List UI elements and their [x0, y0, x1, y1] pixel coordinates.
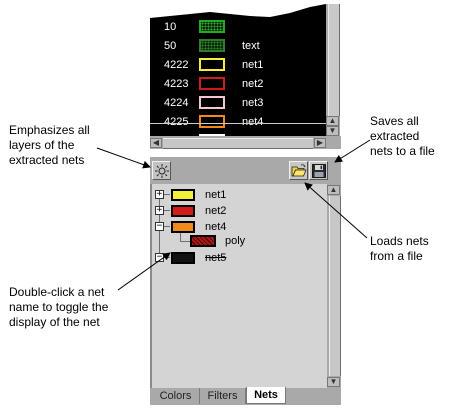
expand-icon[interactable]: +: [155, 189, 164, 199]
layer-number: 4225: [164, 116, 189, 128]
layer-name: net5: [242, 135, 263, 136]
layer-number: 50: [164, 40, 177, 52]
net-name-label[interactable]: net4: [205, 221, 227, 233]
layer-swatch: [199, 20, 225, 33]
layers-vertical-scrollbar[interactable]: ▲ ▼: [326, 4, 340, 136]
layer-swatch: [199, 115, 225, 128]
layer-row[interactable]: 4222 net1: [150, 56, 326, 75]
layer-swatch: [199, 134, 225, 136]
layer-row[interactable]: 4225 net4: [150, 113, 326, 132]
scrollbar-thumb[interactable]: [163, 138, 313, 149]
layer-separator: [150, 123, 326, 124]
scroll-down-arrow-icon[interactable]: ▼: [326, 126, 339, 136]
layer-name: text: [242, 40, 260, 52]
callout-line: display of the net: [9, 315, 100, 329]
loads-callout: Loads nets from a file: [370, 234, 429, 264]
load-nets-button[interactable]: [289, 161, 308, 180]
callout-line: name to toggle the: [9, 300, 109, 314]
tree-connector: [164, 194, 170, 195]
layer-name: net1: [242, 59, 264, 71]
tree-connector: [164, 210, 170, 211]
layer-number: 10: [164, 21, 177, 33]
scroll-up-arrow-icon[interactable]: ▲: [326, 116, 339, 126]
scroll-left-arrow-icon[interactable]: ◀: [150, 138, 162, 148]
net-color-swatch: [171, 252, 195, 264]
callout-line: Double-click a net: [9, 285, 105, 299]
tab-colors[interactable]: Colors: [152, 388, 200, 404]
emphasize-callout: Emphasizes all layers of the extracted n…: [9, 123, 90, 168]
layer-row[interactable]: 50 text: [150, 37, 326, 56]
layer-swatch: [199, 39, 225, 52]
save-nets-button[interactable]: [309, 161, 328, 180]
scrollbar-thumb[interactable]: [328, 4, 340, 116]
callout-line: Saves all: [370, 114, 419, 128]
layer-number: 4226: [164, 135, 188, 136]
net-color-swatch: [171, 189, 195, 201]
layer-swatch: [199, 77, 225, 90]
callout-line: from a file: [370, 249, 423, 263]
layer-row[interactable]: 4223 net2: [150, 75, 326, 94]
nets-vertical-scrollbar[interactable]: ▲ ▼: [327, 184, 341, 388]
layers-panel: 10 50 text 4222 net1 4223 net2 4224 net3 4225 net4…: [150, 4, 341, 149]
callout-line: extracted nets: [9, 153, 85, 167]
doubleclick-callout: Double-click a net name to toggle the di…: [9, 285, 108, 330]
net-name-label[interactable]: net1: [205, 189, 227, 201]
layer-name: net4: [242, 116, 264, 128]
scroll-down-arrow-icon[interactable]: ▼: [327, 377, 340, 387]
collapse-icon[interactable]: −: [155, 221, 164, 231]
net-name-label[interactable]: net5: [205, 252, 227, 264]
tab-filters[interactable]: Filters: [200, 388, 246, 404]
net-color-swatch: [171, 205, 195, 217]
layer-row[interactable]: 10: [150, 18, 326, 37]
tab-nets[interactable]: Nets: [246, 387, 286, 404]
layer-row[interactable]: 4226 net5: [150, 132, 326, 136]
callout-line: Loads nets: [370, 234, 429, 248]
emphasize-button[interactable]: [152, 161, 171, 180]
callout-line: extracted: [370, 129, 420, 143]
net-color-swatch: [171, 221, 195, 233]
sun-icon: [155, 164, 169, 178]
expand-icon[interactable]: +: [155, 205, 164, 215]
saves-callout: Saves all extracted nets to a file: [370, 114, 435, 159]
layer-number: 4222: [164, 59, 189, 71]
tree-connector: [164, 226, 170, 227]
poly-layer-label: poly: [225, 235, 246, 247]
net-name-label[interactable]: net2: [205, 205, 227, 217]
nets-toolbar: [150, 157, 341, 184]
open-folder-icon: [291, 164, 307, 177]
emphasize-arrow: [96, 147, 151, 169]
layer-row[interactable]: 4224 net3: [150, 94, 326, 113]
scroll-up-arrow-icon[interactable]: ▲: [327, 185, 340, 195]
layers-list: 10 50 text 4222 net1 4223 net2 4224 net3 4225 net4…: [150, 4, 326, 136]
layer-swatch: [199, 58, 225, 71]
nets-tree: +net1+net2−net4−net5 poly: [150, 184, 327, 388]
layers-horizontal-scrollbar[interactable]: ◀ ▶: [150, 136, 341, 149]
floppy-disk-icon: [312, 164, 326, 178]
poly-layer-swatch: [190, 235, 216, 247]
layer-swatch: [199, 96, 225, 109]
layer-number: 4223: [164, 78, 189, 90]
load-arrow: [304, 182, 368, 239]
callout-line: Emphasizes all: [9, 123, 90, 137]
layer-number: 4224: [164, 97, 189, 109]
layer-name: net3: [242, 97, 264, 109]
tree-connector: [180, 241, 190, 242]
scroll-right-arrow-icon[interactable]: ▶: [314, 138, 326, 148]
scrollbar-thumb[interactable]: [329, 196, 341, 376]
callout-line: layers of the: [9, 138, 75, 152]
save-arrow: [334, 139, 371, 163]
tree-connector: [180, 231, 181, 241]
callout-line: nets to a file: [370, 144, 435, 158]
doubleclick-arrow: [117, 252, 171, 291]
layer-name: net2: [242, 78, 264, 90]
panel-tabs: Colors Filters Nets: [150, 387, 341, 405]
